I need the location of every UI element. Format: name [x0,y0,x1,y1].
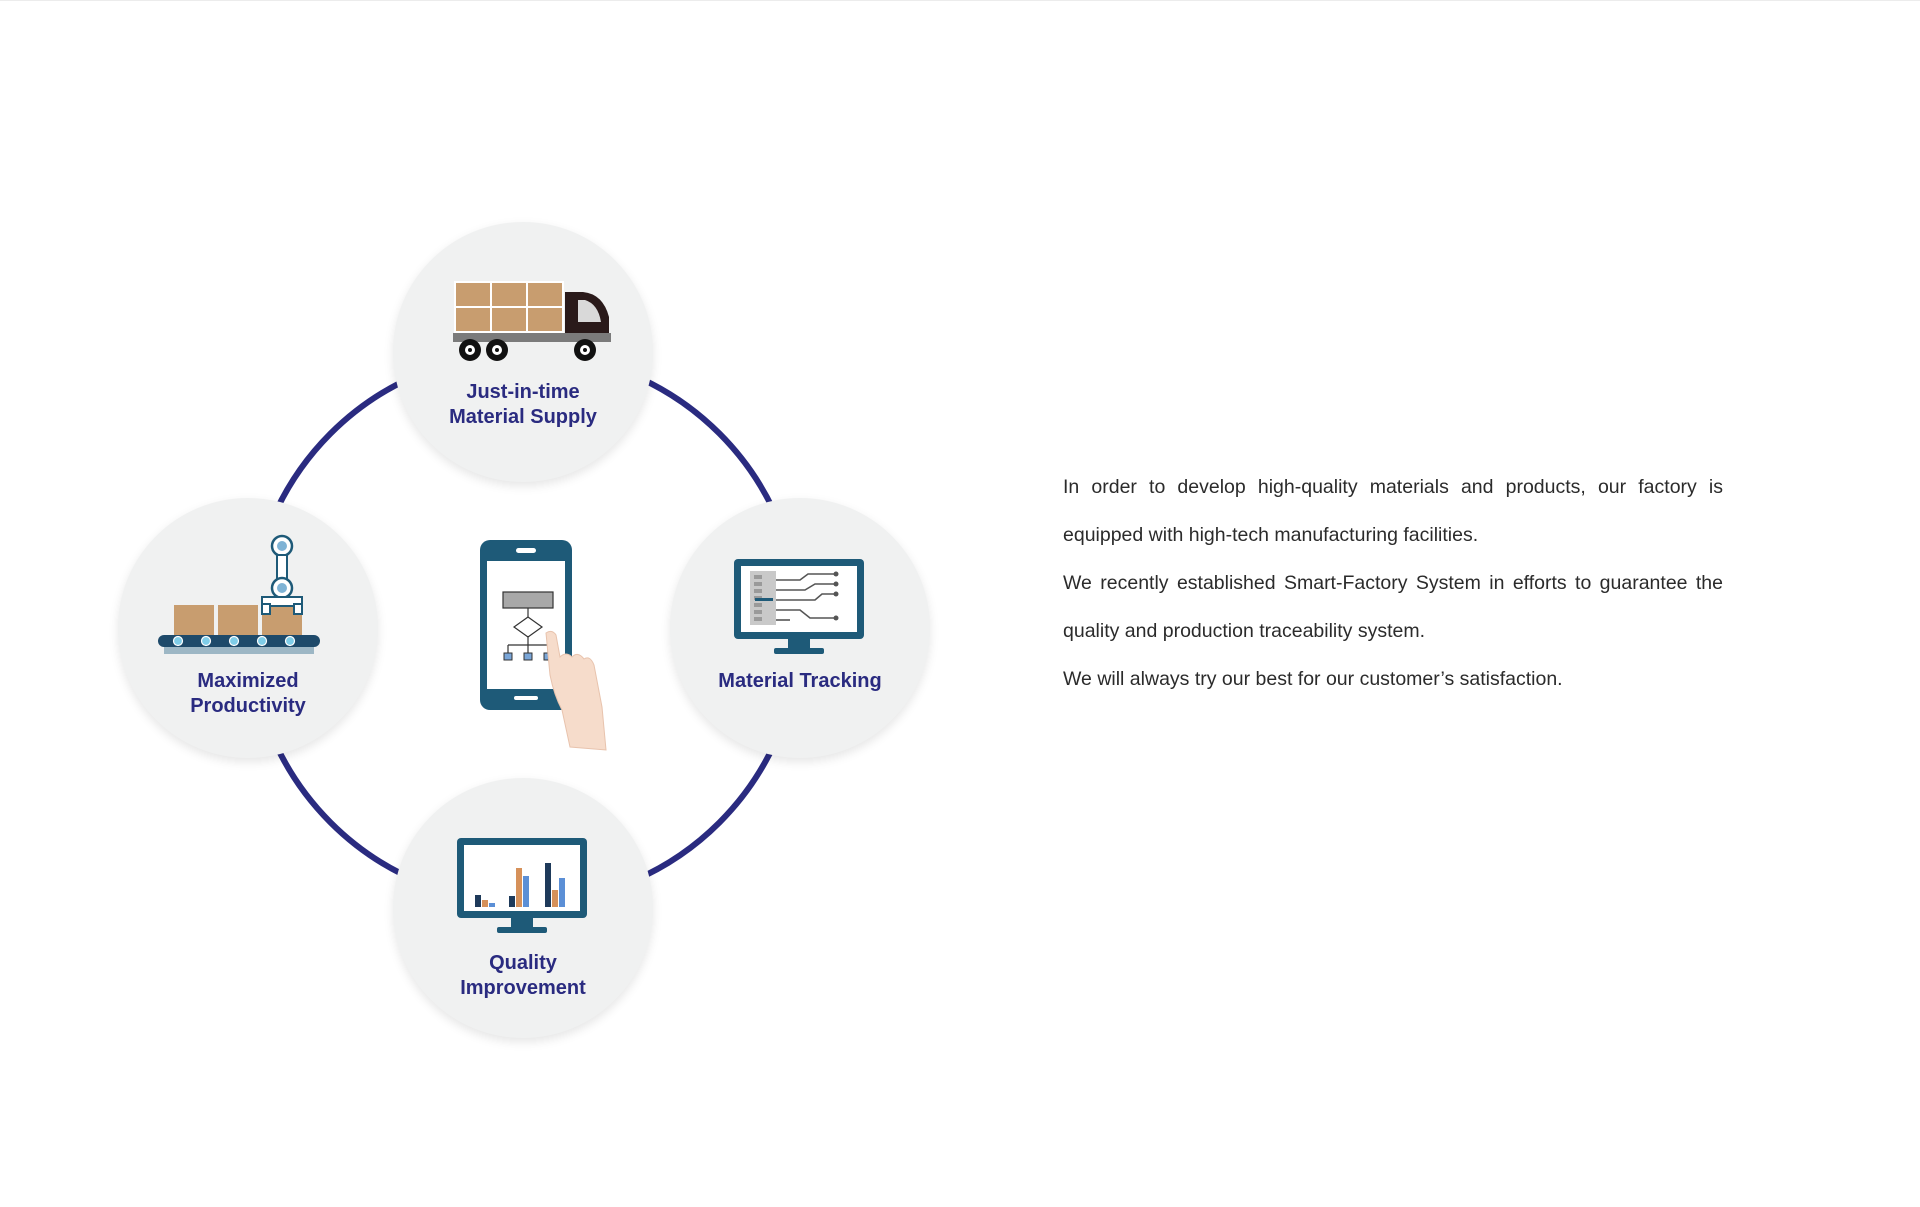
top-divider [0,0,1920,1]
node-just-in-time-material-supply: Just-in-time Material Supply [393,222,653,482]
description-paragraph: In order to develop high-quality materia… [1063,476,1723,546]
smartphone-touch-flowchart-icon [480,540,607,751]
node-label-productivity: Maximized Productivity [128,669,368,719]
node-label-tracking: Material Tracking [680,669,920,694]
node-label-line: Maximized [197,670,299,692]
node-label-line: Improvement [460,977,586,999]
node-label-line: Productivity [190,695,306,717]
node-label-line: Material Tracking [718,670,882,692]
node-label-quality: Quality Improvement [403,951,643,1001]
node-quality-improvement: Quality Improvement [393,778,653,1038]
monitor-circuit-icon [734,559,864,654]
description-paragraph: We recently established Smart-Factory Sy… [1063,572,1723,642]
node-label-supply: Just-in-time Material Supply [403,380,643,430]
robot-arm-conveyor-icon [158,534,320,654]
truck-icon [453,281,611,361]
monitor-bar-chart-icon [457,838,587,933]
node-label-line: Just-in-time [466,381,580,403]
description-paragraph: We will always try our best for our cust… [1063,668,1563,690]
node-label-line: Material Supply [449,406,597,428]
description-block: In order to develop high-quality materia… [1063,463,1723,703]
node-label-line: Quality [489,952,557,974]
node-maximized-productivity: Maximized Productivity [118,498,378,758]
node-material-tracking: Material Tracking [670,498,930,758]
